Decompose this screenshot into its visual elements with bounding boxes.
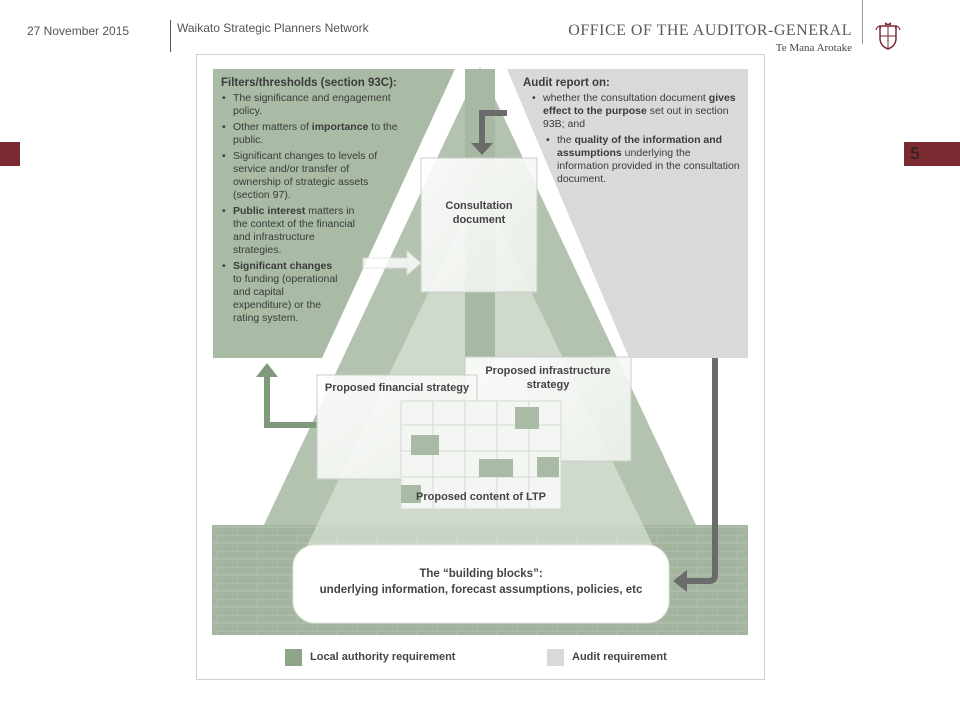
hollow-arrow: [362, 249, 422, 277]
accent-bar-right: [904, 142, 960, 166]
logo-main-text: OFFICE OF THE AUDITOR-GENERAL: [568, 22, 852, 39]
financial-strategy-label: Proposed financial strategy: [324, 382, 470, 394]
oag-logo: OFFICE OF THE AUDITOR-GENERAL Te Mana Ar…: [568, 18, 860, 58]
infrastructure-strategy-label: Proposed infrastructure strategy: [485, 365, 611, 391]
puzzle-piece-green-1: [411, 435, 439, 455]
consultation-document-box: [420, 157, 538, 293]
legend-local-label: Local authority requirement: [310, 651, 456, 663]
audit-list: whether the consultation document gives …: [523, 92, 743, 186]
logo-divider: [862, 0, 863, 44]
filters-item: Public interest matters in the context o…: [222, 205, 363, 257]
puzzle-piece-green-4: [537, 457, 559, 477]
legend-audit-label: Audit requirement: [572, 651, 667, 663]
network-name: Waikato Strategic Planners Network: [177, 21, 369, 35]
accent-bar-left: [0, 142, 20, 166]
financial-to-filters-line: [264, 375, 317, 428]
filters-item: Other matters of importance to the publi…: [222, 121, 411, 147]
consultation-document-label: Consultation document: [445, 200, 513, 226]
filters-text: Filters/thresholds (section 93C): The si…: [221, 77, 411, 328]
audit-to-consultation-arrow: [479, 110, 507, 145]
blocks-arrow-head: [673, 570, 687, 592]
legend-swatch-audit: [547, 649, 564, 666]
filters-title: Filters/thresholds (section 93C):: [221, 77, 397, 89]
audit-text: Audit report on: whether the consultatio…: [523, 77, 743, 189]
filters-item: Significant changes to levels of service…: [222, 150, 383, 202]
building-blocks-box: [292, 544, 670, 624]
filters-item: Significant changes to funding (operatio…: [222, 260, 343, 325]
filters-list: The significance and engagement policy. …: [221, 92, 411, 325]
building-blocks-title: The “building blocks”:: [419, 568, 543, 580]
audit-item: whether the consultation document gives …: [532, 92, 743, 131]
audit-title: Audit report on:: [523, 77, 610, 89]
diagram-frame: Filters/thresholds (section 93C): The si…: [196, 54, 765, 680]
puzzle-piece-green-5: [401, 485, 421, 503]
audit-item: the quality of the information and assum…: [546, 134, 743, 186]
slide-date: 27 November 2015: [27, 24, 130, 38]
page-number: 5: [910, 144, 920, 163]
puzzle-piece-green-2: [515, 407, 539, 429]
puzzle-piece-green-3: [479, 459, 513, 477]
green-arrow-head: [256, 363, 278, 377]
legend-swatch-local: [285, 649, 302, 666]
audit-arrow-head: [471, 143, 493, 155]
filters-item: The significance and engagement policy.: [222, 92, 411, 118]
header-divider: [170, 20, 171, 52]
audit-to-blocks-line: [685, 358, 718, 584]
crest-icon: [875, 22, 901, 50]
logo-sub-text: Te Mana Arotake: [775, 42, 852, 54]
building-blocks-subtitle: underlying information, forecast assumpt…: [319, 584, 643, 596]
ltp-content-label: Proposed content of LTP: [416, 491, 546, 503]
